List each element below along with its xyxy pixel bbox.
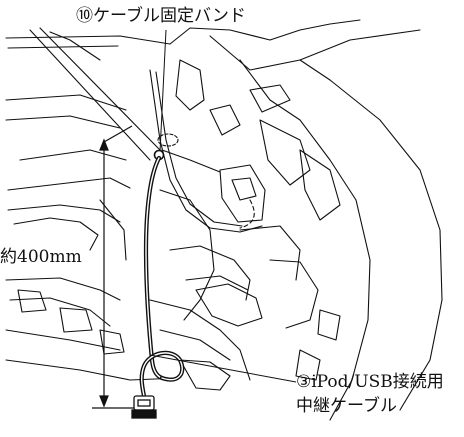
ipod-cable-label-line2: 中継ケーブル — [296, 396, 397, 416]
cable-band-label: ⑩ケーブル固定バンド — [76, 6, 246, 26]
usb-connector — [131, 395, 157, 419]
dashboard-structure — [5, 19, 443, 421]
ipod-cable-label-line1: ③iPod/USB接続用 — [296, 372, 444, 392]
distance-label: 約400mm — [0, 247, 82, 267]
relay-cable — [139, 155, 185, 399]
cable-leader-line — [149, 354, 297, 383]
distance-dimension — [92, 125, 134, 409]
band-leader-line — [159, 29, 167, 153]
